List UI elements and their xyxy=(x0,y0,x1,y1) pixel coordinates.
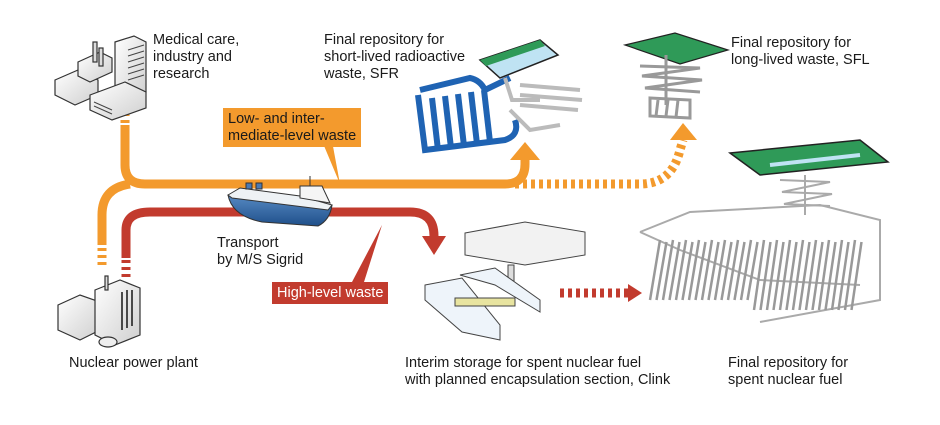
industrial-buildings-icon xyxy=(54,35,147,121)
deposition-tunnel xyxy=(674,239,688,301)
spent-fuel-repository-icon xyxy=(639,139,890,323)
deposition-tunnel xyxy=(661,239,675,301)
sfl-label: Final repository for long-lived waste, S… xyxy=(731,35,870,68)
deposition-tunnel xyxy=(785,241,798,311)
nuclear-power-plant-label: Nuclear power plant xyxy=(69,355,198,371)
deposition-tunnel xyxy=(850,241,863,311)
cargo-ship-icon xyxy=(227,176,333,227)
deposition-tunnel xyxy=(759,241,772,311)
deposition-tunnel xyxy=(752,239,766,311)
deposition-tunnel xyxy=(778,239,792,311)
medical-care-label: Medical care, industry and research xyxy=(153,32,240,82)
deposition-tunnel xyxy=(772,241,785,311)
clink-label: Interim storage for spent nuclear fuel w… xyxy=(405,355,671,388)
arrow-head-to-sfr xyxy=(510,142,540,160)
deposition-tunnel xyxy=(843,239,857,311)
sfr-repository-icon xyxy=(415,39,583,154)
deposition-tunnel xyxy=(824,241,837,311)
flow-plant-to-clink xyxy=(121,207,439,258)
high-level-callout-pointer xyxy=(352,225,382,282)
deposition-tunnel xyxy=(837,241,850,311)
flow-medical-branch xyxy=(120,125,530,189)
high-level-flow xyxy=(121,207,628,298)
deposition-tunnel xyxy=(798,241,811,311)
deposition-tunnel xyxy=(700,239,714,301)
flow-plant-branch xyxy=(97,179,131,245)
low-intermediate-callout-pointer xyxy=(322,141,340,184)
deposition-tunnel xyxy=(694,241,707,301)
deposition-tunnel xyxy=(707,241,720,301)
deposition-tunnel xyxy=(765,239,779,311)
high-level-waste-callout: High-level waste xyxy=(272,282,389,304)
deposition-tunnel xyxy=(830,239,844,311)
flow-to-sfl-dashes xyxy=(515,138,688,189)
spent-fuel-repository-label: Final repository for spent nuclear fuel xyxy=(728,355,849,388)
deposition-tunnel xyxy=(713,239,727,301)
arrow-head-to-clink xyxy=(422,236,446,255)
deposition-tunnel xyxy=(687,239,701,301)
deposition-tunnel xyxy=(817,239,831,311)
sfl-repository-icon xyxy=(622,32,731,120)
deposition-tunnel xyxy=(720,241,733,301)
deposition-tunnel xyxy=(791,239,805,311)
deposition-tunnel xyxy=(739,239,753,301)
arrow-head-to-spent-fuel-repo xyxy=(628,284,642,302)
transport-label: Transport by M/S Sigrid xyxy=(217,235,304,268)
deposition-tunnel xyxy=(648,239,662,301)
deposition-tunnel xyxy=(733,241,746,301)
deposition-tunnel xyxy=(804,239,818,311)
low-intermediate-flow xyxy=(97,96,688,265)
nuclear-power-plant-icon xyxy=(57,275,141,348)
deposition-tunnel xyxy=(681,241,694,301)
deposition-tunnel xyxy=(726,239,740,301)
interim-storage-icon xyxy=(424,221,586,341)
arrow-head-to-sfl xyxy=(670,123,697,140)
sfr-label: Final repository for short-lived radioac… xyxy=(324,32,466,82)
low-intermediate-waste-callout: Low- and inter- mediate-level waste xyxy=(223,108,362,147)
deposition-tunnel xyxy=(668,241,681,301)
deposition-tunnel xyxy=(811,241,824,311)
deposition-tunnel xyxy=(746,241,759,301)
deposition-tunnel xyxy=(655,241,668,301)
